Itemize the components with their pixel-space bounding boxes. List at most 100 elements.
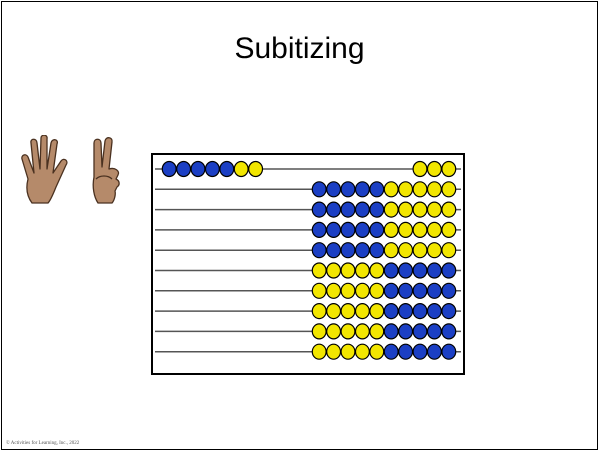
blue-bead[interactable] <box>327 202 341 217</box>
yellow-bead[interactable] <box>370 344 384 359</box>
yellow-bead[interactable] <box>356 283 370 298</box>
blue-bead[interactable] <box>413 324 427 339</box>
yellow-bead[interactable] <box>327 283 341 298</box>
yellow-bead[interactable] <box>356 344 370 359</box>
blue-bead[interactable] <box>442 283 456 298</box>
blue-bead[interactable] <box>341 202 355 217</box>
blue-bead[interactable] <box>428 283 442 298</box>
blue-bead[interactable] <box>312 222 326 237</box>
blue-bead[interactable] <box>356 222 370 237</box>
yellow-bead[interactable] <box>341 304 355 319</box>
yellow-bead[interactable] <box>442 162 456 177</box>
blue-bead[interactable] <box>356 182 370 197</box>
blue-bead[interactable] <box>312 243 326 258</box>
yellow-bead[interactable] <box>428 243 442 258</box>
yellow-bead[interactable] <box>327 344 341 359</box>
blue-bead[interactable] <box>220 162 234 177</box>
blue-bead[interactable] <box>442 344 456 359</box>
blue-bead[interactable] <box>442 263 456 278</box>
yellow-bead[interactable] <box>356 263 370 278</box>
blue-bead[interactable] <box>370 182 384 197</box>
blue-bead[interactable] <box>356 202 370 217</box>
yellow-bead[interactable] <box>384 202 398 217</box>
blue-bead[interactable] <box>384 263 398 278</box>
yellow-bead[interactable] <box>442 243 456 258</box>
yellow-bead[interactable] <box>312 283 326 298</box>
blue-bead[interactable] <box>327 182 341 197</box>
blue-bead[interactable] <box>428 304 442 319</box>
blue-bead[interactable] <box>442 324 456 339</box>
blue-bead[interactable] <box>384 324 398 339</box>
yellow-bead[interactable] <box>384 182 398 197</box>
yellow-bead[interactable] <box>341 324 355 339</box>
blue-bead[interactable] <box>370 222 384 237</box>
yellow-bead[interactable] <box>370 304 384 319</box>
blue-bead[interactable] <box>341 182 355 197</box>
yellow-bead[interactable] <box>399 202 413 217</box>
yellow-bead[interactable] <box>234 162 248 177</box>
blue-bead[interactable] <box>356 243 370 258</box>
blue-bead[interactable] <box>384 283 398 298</box>
yellow-bead[interactable] <box>413 243 427 258</box>
yellow-bead[interactable] <box>442 182 456 197</box>
yellow-bead[interactable] <box>370 283 384 298</box>
yellow-bead[interactable] <box>327 263 341 278</box>
blue-bead[interactable] <box>413 344 427 359</box>
yellow-bead[interactable] <box>413 222 427 237</box>
blue-bead[interactable] <box>399 283 413 298</box>
blue-bead[interactable] <box>428 324 442 339</box>
yellow-bead[interactable] <box>413 162 427 177</box>
blue-bead[interactable] <box>327 243 341 258</box>
yellow-bead[interactable] <box>413 202 427 217</box>
blue-bead[interactable] <box>399 324 413 339</box>
yellow-bead[interactable] <box>399 222 413 237</box>
blue-bead[interactable] <box>341 243 355 258</box>
yellow-bead[interactable] <box>413 182 427 197</box>
blue-bead[interactable] <box>399 304 413 319</box>
blue-bead[interactable] <box>312 182 326 197</box>
blue-bead[interactable] <box>162 162 176 177</box>
blue-bead[interactable] <box>413 263 427 278</box>
blue-bead[interactable] <box>370 243 384 258</box>
blue-bead[interactable] <box>312 202 326 217</box>
yellow-bead[interactable] <box>327 324 341 339</box>
blue-bead[interactable] <box>442 304 456 319</box>
yellow-bead[interactable] <box>249 162 263 177</box>
yellow-bead[interactable] <box>312 304 326 319</box>
yellow-bead[interactable] <box>428 222 442 237</box>
blue-bead[interactable] <box>384 344 398 359</box>
yellow-bead[interactable] <box>399 243 413 258</box>
yellow-bead[interactable] <box>327 304 341 319</box>
yellow-bead[interactable] <box>442 202 456 217</box>
blue-bead[interactable] <box>413 304 427 319</box>
yellow-bead[interactable] <box>341 283 355 298</box>
blue-bead[interactable] <box>177 162 191 177</box>
blue-bead[interactable] <box>428 344 442 359</box>
yellow-bead[interactable] <box>428 162 442 177</box>
blue-bead[interactable] <box>384 304 398 319</box>
blue-bead[interactable] <box>413 283 427 298</box>
yellow-bead[interactable] <box>428 182 442 197</box>
yellow-bead[interactable] <box>370 263 384 278</box>
yellow-bead[interactable] <box>428 202 442 217</box>
yellow-bead[interactable] <box>341 263 355 278</box>
blue-bead[interactable] <box>341 222 355 237</box>
blue-bead[interactable] <box>399 263 413 278</box>
yellow-bead[interactable] <box>442 222 456 237</box>
yellow-bead[interactable] <box>341 344 355 359</box>
blue-bead[interactable] <box>206 162 220 177</box>
yellow-bead[interactable] <box>356 304 370 319</box>
yellow-bead[interactable] <box>312 324 326 339</box>
yellow-bead[interactable] <box>384 222 398 237</box>
yellow-bead[interactable] <box>312 263 326 278</box>
blue-bead[interactable] <box>327 222 341 237</box>
blue-bead[interactable] <box>370 202 384 217</box>
yellow-bead[interactable] <box>356 324 370 339</box>
yellow-bead[interactable] <box>370 324 384 339</box>
blue-bead[interactable] <box>191 162 205 177</box>
yellow-bead[interactable] <box>399 182 413 197</box>
yellow-bead[interactable] <box>384 243 398 258</box>
blue-bead[interactable] <box>428 263 442 278</box>
blue-bead[interactable] <box>399 344 413 359</box>
yellow-bead[interactable] <box>312 344 326 359</box>
